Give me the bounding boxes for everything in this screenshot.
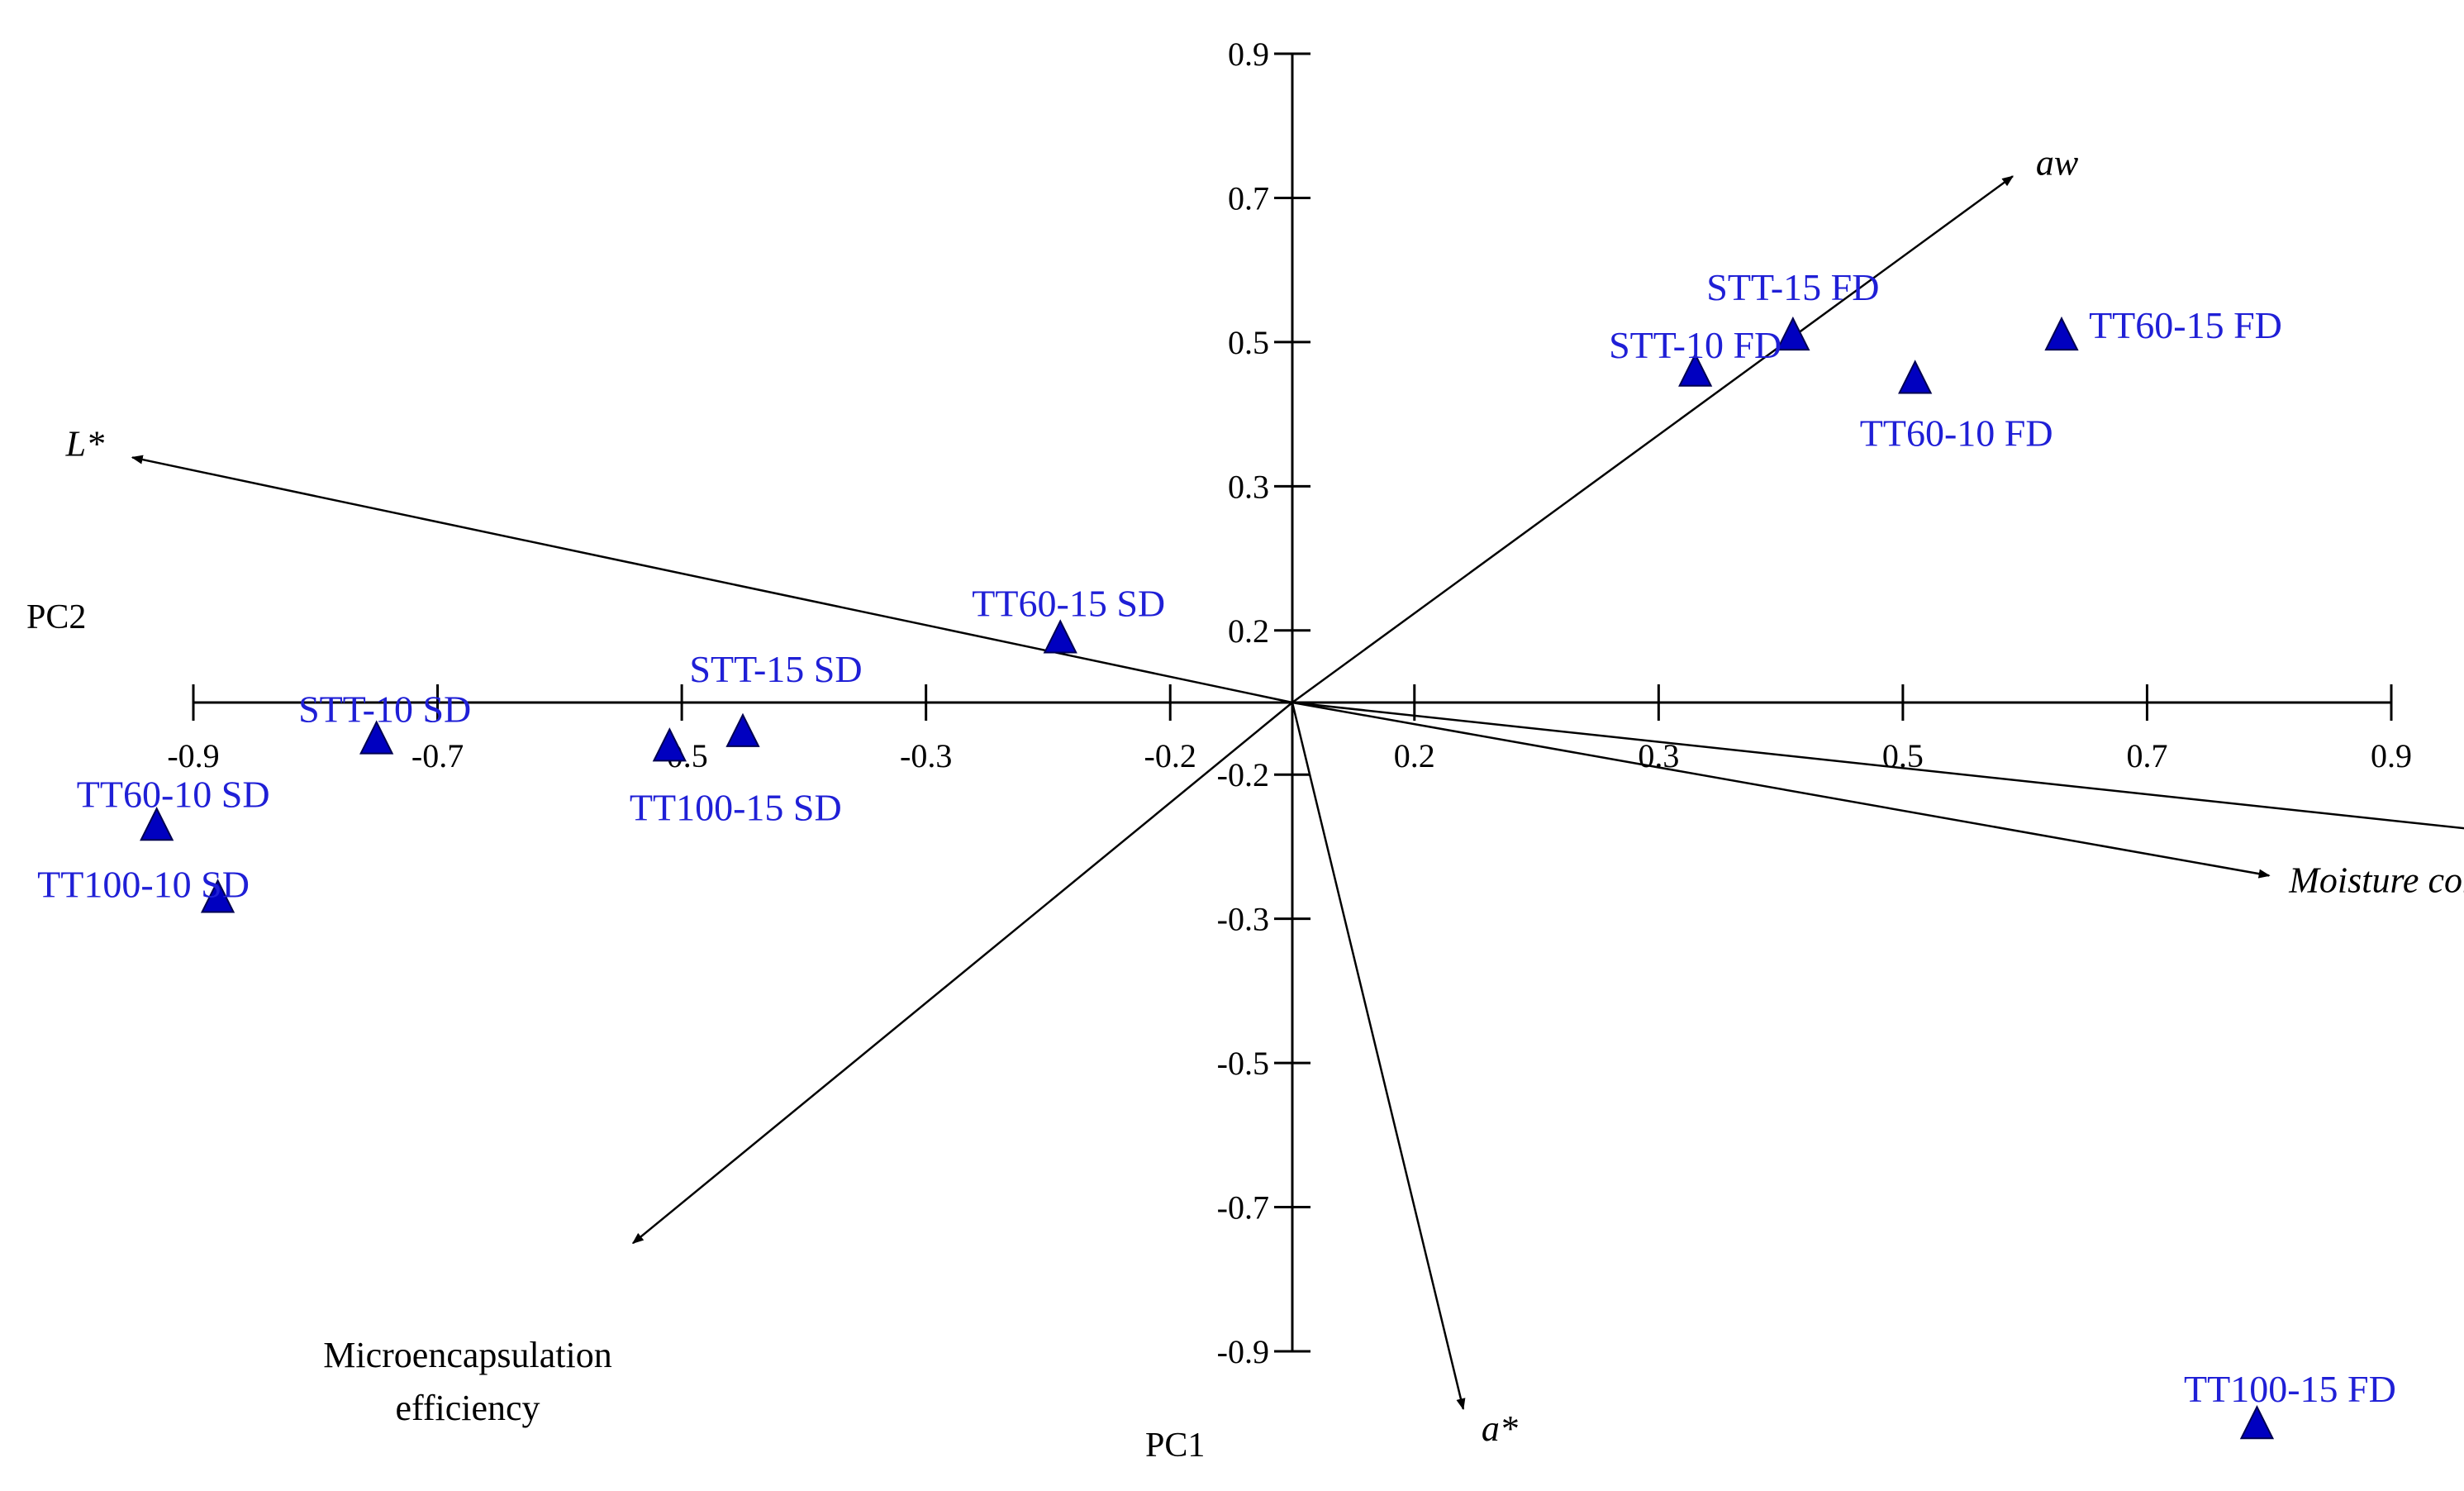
loading-label: a* bbox=[1482, 1408, 1518, 1449]
y-tick-label: -0.7 bbox=[1217, 1189, 1269, 1227]
loading-arrow bbox=[1291, 175, 2014, 704]
y-axis-title: PC2 bbox=[26, 598, 86, 636]
sample-point bbox=[2044, 316, 2079, 351]
loading-arrow bbox=[1291, 701, 2271, 879]
y-tick-label: -0.2 bbox=[1217, 756, 1269, 793]
sample-points: STT-15 FD STT-10 FD TT60-15 FD TT60-10 FD TT… bbox=[37, 266, 2396, 1440]
sample-label: TT100-15 SD bbox=[630, 786, 842, 828]
sample-label: STT-15 SD bbox=[689, 648, 862, 690]
y-tick-label: 0.9 bbox=[1228, 36, 1269, 73]
sample-label: STT-10 FD bbox=[1609, 324, 1781, 366]
sample-point bbox=[1043, 619, 1077, 654]
sample-label: STT-15 FD bbox=[1706, 266, 1879, 308]
sample-label: TT60-15 SD bbox=[972, 583, 1165, 625]
y-tick-label: 0.2 bbox=[1228, 612, 1269, 650]
x-axis-title: PC1 bbox=[1145, 1427, 1205, 1465]
y-tick-label: -0.9 bbox=[1217, 1333, 1269, 1370]
y-tick-label: -0.3 bbox=[1217, 901, 1269, 938]
sample-point bbox=[1678, 352, 1713, 387]
loading-arrow bbox=[1291, 702, 1466, 1411]
y-tick-label: 0.5 bbox=[1228, 324, 1269, 361]
sample-label: TT100-10 SD bbox=[37, 864, 250, 906]
sample-label: TT60-10 FD bbox=[1860, 412, 2053, 455]
x-tick-label: -0.2 bbox=[1144, 737, 1196, 774]
sample-point bbox=[200, 879, 235, 913]
loading-label: Moisture conent bbox=[2288, 860, 2464, 900]
loading-vectors: awL*b*Moisture conenta*Microencapsulatio… bbox=[65, 142, 2464, 1449]
sample-point bbox=[1776, 316, 1810, 351]
y-tick-label: 0.3 bbox=[1228, 468, 1269, 505]
x-tick-label: -0.9 bbox=[167, 737, 219, 774]
y-tick-label: -0.5 bbox=[1217, 1045, 1269, 1082]
loading-label: aw bbox=[2036, 142, 2079, 183]
loading-label: L* bbox=[65, 423, 104, 464]
sample-point bbox=[725, 712, 760, 747]
sample-point bbox=[2239, 1404, 2275, 1440]
x-tick-label: 0.2 bbox=[1394, 737, 1435, 774]
x-tick-label: -0.3 bbox=[900, 737, 952, 774]
sample-label: TT100-15 FD bbox=[2184, 1368, 2396, 1410]
sample-label: TT60-15 FD bbox=[2089, 304, 2282, 346]
y-tick-label: 0.7 bbox=[1228, 179, 1269, 217]
loading-arrow bbox=[631, 702, 1293, 1245]
sample-label: TT60-10 SD bbox=[77, 773, 270, 815]
x-tick-label: -0.7 bbox=[411, 737, 464, 774]
x-tick-label: 0.7 bbox=[2126, 737, 2167, 774]
sample-point bbox=[1898, 360, 1933, 394]
x-tick-label: 0.9 bbox=[2371, 737, 2412, 774]
loading-arrow bbox=[131, 455, 1293, 704]
sample-point bbox=[140, 807, 174, 841]
sample-label: STT-10 SD bbox=[298, 688, 471, 731]
sample-point bbox=[652, 727, 687, 762]
sample-point bbox=[359, 720, 394, 755]
loading-arrow bbox=[1291, 701, 2464, 830]
